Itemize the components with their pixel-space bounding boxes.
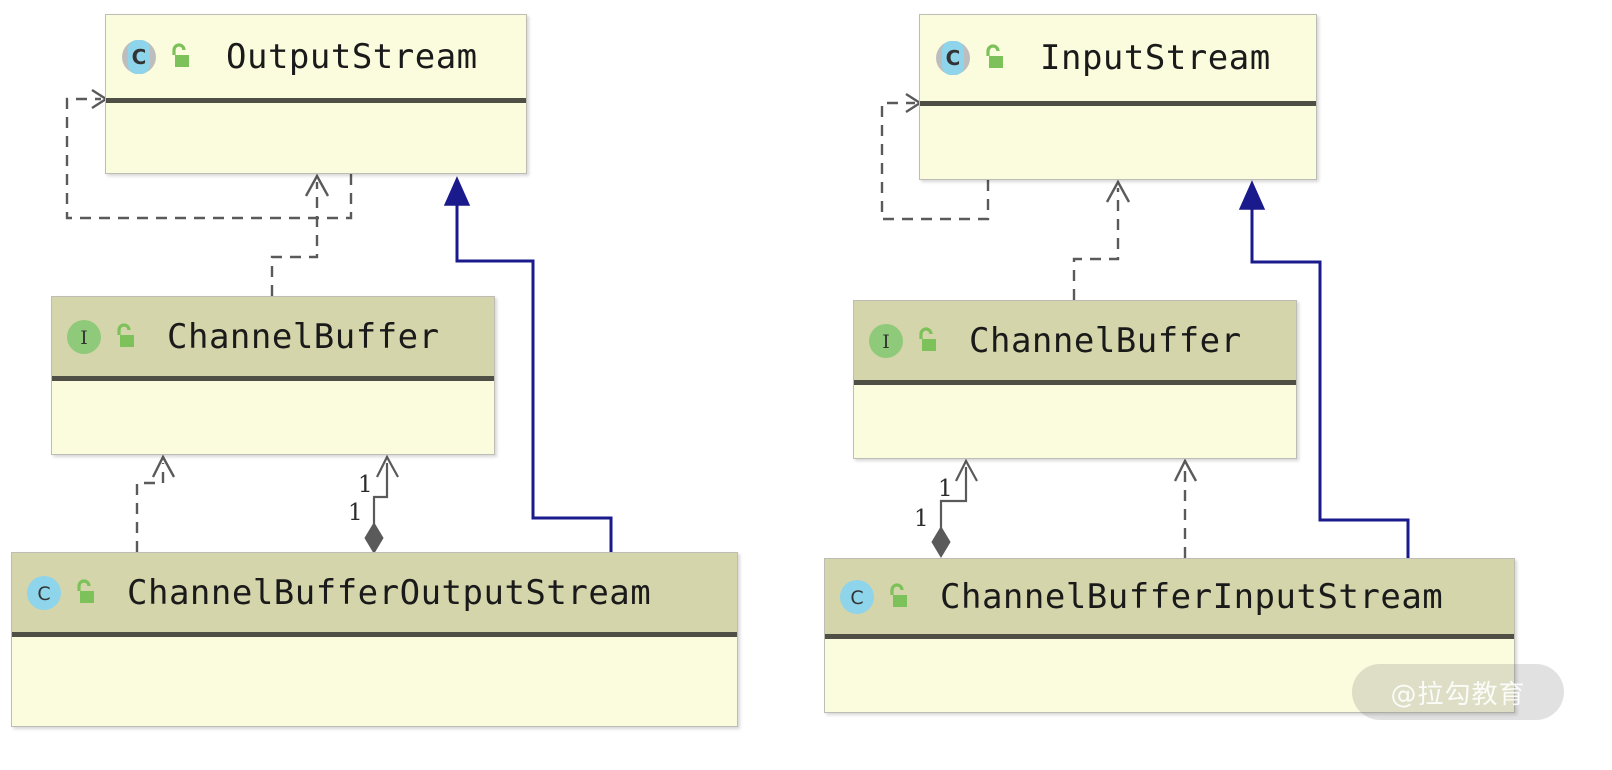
multiplicity-label-right-lower: 1 [914, 506, 929, 532]
class-header-channel-buffer-output-stream: C ChannelBufferOutputStream [12, 553, 737, 637]
interface-box-channel-buffer-right[interactable]: I ChannelBuffer [853, 300, 1297, 459]
unlocked-padlock-icon [71, 578, 97, 608]
svg-text:I: I [882, 331, 890, 353]
interface-body-channel-buffer-right [854, 385, 1296, 456]
unlocked-padlock-icon [980, 43, 1006, 73]
class-name-channel-buffer-input-stream: ChannelBufferInputStream [940, 576, 1444, 617]
interface-name-channel-buffer-right: ChannelBuffer [969, 320, 1242, 361]
class-box-channel-buffer-output-stream[interactable]: C ChannelBufferOutputStream [11, 552, 738, 727]
unlocked-padlock-icon [111, 322, 137, 352]
interface-body-channel-buffer-left [52, 381, 494, 452]
unlocked-padlock-icon [913, 326, 939, 356]
class-box-input-stream[interactable]: C InputStream [919, 14, 1317, 180]
edge-channel-buffer-left-to-output-stream [270, 173, 330, 296]
svg-text:C: C [946, 46, 961, 70]
class-header-input-stream: C InputStream [920, 15, 1316, 106]
unlocked-padlock-icon [166, 42, 192, 72]
multiplicity-label-left-lower: 1 [348, 500, 363, 526]
multiplicity-label-left-upper: 1 [358, 472, 373, 498]
class-box-output-stream[interactable]: C OutputStream [105, 14, 527, 174]
unlocked-padlock-icon [884, 582, 910, 612]
class-body-input-stream [920, 106, 1316, 175]
svg-text:C: C [850, 587, 863, 609]
svg-text:I: I [80, 327, 88, 349]
class-name-output-stream: OutputStream [226, 36, 478, 77]
edge-cbis-to-channel-buffer-right-dependency [1173, 458, 1198, 558]
class-body-output-stream [106, 103, 526, 169]
class-header-output-stream: C OutputStream [106, 15, 526, 103]
svg-text:C: C [132, 45, 147, 69]
class-name-channel-buffer-output-stream: ChannelBufferOutputStream [127, 572, 652, 613]
interface-stereotype-icon: I [868, 323, 904, 359]
interface-header-channel-buffer-right: I ChannelBuffer [854, 301, 1296, 385]
interface-box-channel-buffer-left[interactable]: I ChannelBuffer [51, 296, 495, 455]
class-header-channel-buffer-input-stream: C ChannelBufferInputStream [825, 559, 1514, 639]
interface-name-channel-buffer-left: ChannelBuffer [167, 316, 440, 357]
interface-header-channel-buffer-left: I ChannelBuffer [52, 297, 494, 381]
class-body-channel-buffer-input-stream [825, 639, 1514, 709]
class-stereotype-icon: C [839, 579, 875, 615]
multiplicity-label-right-upper: 1 [938, 476, 953, 502]
interface-stereotype-icon: I [66, 319, 102, 355]
class-stereotype-icon: C [26, 575, 62, 611]
edge-channel-buffer-right-to-input-stream [1072, 179, 1131, 300]
class-box-channel-buffer-input-stream[interactable]: C ChannelBufferInputStream [824, 558, 1515, 713]
class-body-channel-buffer-output-stream [12, 637, 737, 719]
class-stereotype-icon: C [934, 39, 972, 77]
class-stereotype-icon: C [120, 38, 158, 76]
edge-cbos-to-channel-buffer-left-dependency [135, 454, 176, 552]
class-name-input-stream: InputStream [1040, 38, 1271, 78]
svg-text:C: C [37, 583, 50, 605]
